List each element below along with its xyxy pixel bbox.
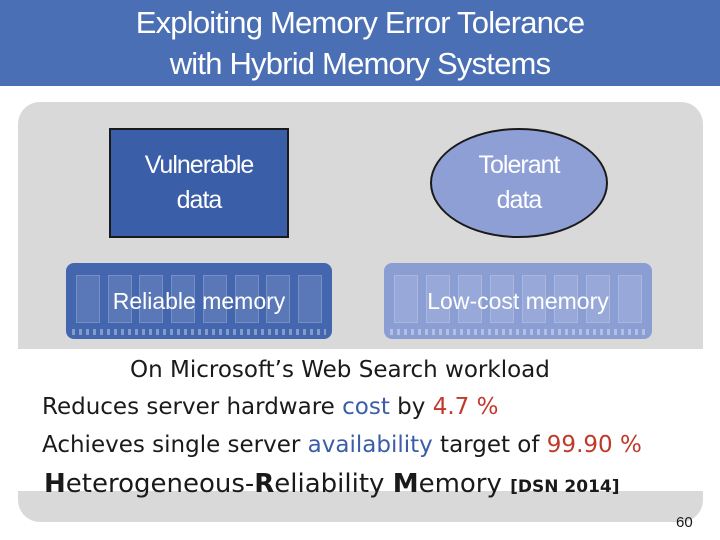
memory-chip-icon	[522, 275, 546, 323]
hrm-r-rest: eliability	[274, 469, 393, 499]
cost-prefix: Reduces server hardware	[42, 394, 343, 420]
hrm-r: R	[254, 469, 275, 499]
cost-mid: by	[389, 394, 433, 420]
tolerant-label-1: Tolerant	[478, 151, 561, 179]
memory-pins	[390, 329, 646, 335]
cost-line: Reduces server hardware cost by 4.7 %	[42, 394, 498, 420]
availability-prefix: Achieves single server	[42, 432, 308, 458]
reliable-memory-module: Reliable memory	[66, 263, 332, 339]
memory-chip-icon	[586, 275, 610, 323]
availability-value: 99.90 %	[546, 432, 642, 458]
vulnerable-label-2: data	[176, 186, 223, 214]
cost-highlight: cost	[342, 394, 390, 420]
hrm-h-rest: eterogeneous-	[65, 469, 255, 499]
hrm-m: M	[392, 469, 419, 499]
memory-chip-icon	[76, 275, 100, 323]
availability-mid: target of	[432, 432, 547, 458]
memory-pins	[72, 329, 326, 335]
hrm-line: Heterogeneous-Reliability Memory [DSN 20…	[44, 469, 620, 499]
memory-chip-icon	[171, 275, 196, 323]
workload-line: On Microsoft’s Web Search workload	[130, 357, 550, 383]
lowcost-memory-label: Low-cost memory	[427, 287, 609, 314]
memory-chip-icon	[234, 275, 259, 323]
memory-chip-icon	[554, 275, 578, 323]
memory-chip-icon	[202, 275, 227, 323]
memory-chip-icon	[297, 275, 322, 323]
tolerant-label-2: data	[496, 186, 543, 214]
citation: [DSN 2014]	[510, 477, 620, 497]
memory-chip-icon	[426, 275, 450, 323]
memory-chip-icon	[107, 275, 132, 323]
memory-chips	[384, 263, 652, 339]
vulnerable-label-1: Vulnerable	[144, 151, 255, 179]
title-line-1: Exploiting Memory Error Tolerance	[135, 5, 585, 40]
title-line-2: with Hybrid Memory Systems	[169, 46, 551, 81]
memory-chip-icon	[618, 275, 642, 323]
vulnerable-data-box: Vulnerable data	[109, 128, 289, 238]
memory-chip-icon	[490, 275, 514, 323]
title-bar	[0, 0, 720, 86]
lowcost-memory-module: Low-cost memory	[384, 263, 652, 339]
slide-title: Exploiting Memory Error Tolerance with H…	[0, 2, 720, 84]
availability-line: Achieves single server availability targ…	[42, 432, 642, 458]
availability-highlight: availability	[307, 432, 433, 458]
tolerant-data-ellipse: Tolerant data	[430, 128, 608, 238]
memory-chip-icon	[139, 275, 164, 323]
memory-chip-icon	[266, 275, 291, 323]
cost-value: 4.7 %	[432, 394, 499, 420]
hrm-m-rest: emory	[418, 469, 511, 499]
results-block: On Microsoft’s Web Search workload Reduc…	[0, 349, 720, 499]
memory-chip-icon	[458, 275, 482, 323]
page-number: 60	[676, 514, 693, 531]
hrm-h: H	[44, 469, 66, 499]
memory-chips	[66, 263, 332, 339]
memory-chip-icon	[394, 275, 418, 323]
reliable-memory-label: Reliable memory	[112, 287, 286, 314]
